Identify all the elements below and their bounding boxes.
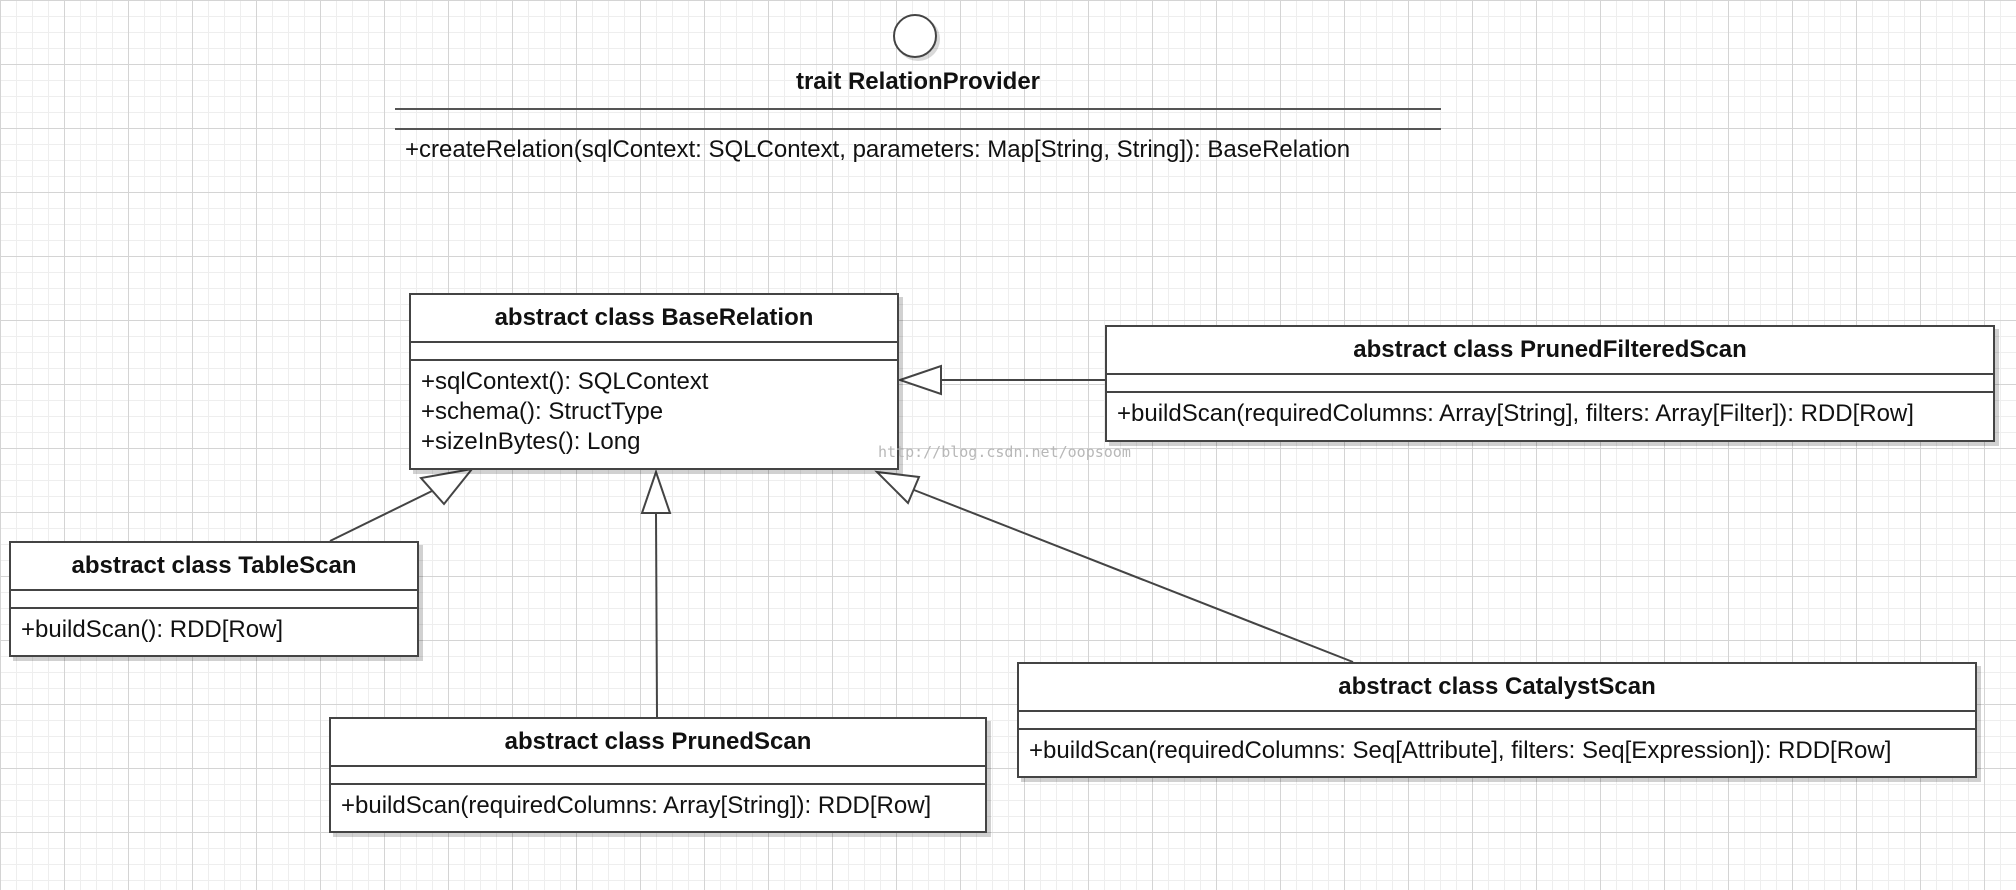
class-name: abstract class BaseRelation xyxy=(494,304,814,331)
operation: +buildScan(requiredColumns: Array[String… xyxy=(1117,400,1914,427)
operation: +buildScan(requiredColumns: Seq[Attribut… xyxy=(1029,737,1892,764)
edge-catalystscan-baserelation xyxy=(913,489,1354,663)
operations-compartment: +buildScan(): RDD[Row] xyxy=(11,607,417,651)
class-base-relation[interactable]: abstract class BaseRelation +sqlContext(… xyxy=(409,293,899,470)
operation: +sqlContext(): SQLContext xyxy=(421,368,709,395)
class-catalyst-scan[interactable]: abstract class CatalystScan +buildScan(r… xyxy=(1017,662,1977,778)
interface-lollipop-icon xyxy=(893,14,937,58)
attributes-compartment xyxy=(1019,710,1975,728)
operation: +buildScan(): RDD[Row] xyxy=(21,616,284,643)
class-name: abstract class CatalystScan xyxy=(1338,673,1656,700)
class-name: abstract class PrunedFilteredScan xyxy=(1353,336,1747,363)
class-name: abstract class TableScan xyxy=(71,552,357,579)
trait-name: trait RelationProvider xyxy=(795,68,1041,95)
class-pruned-scan[interactable]: abstract class PrunedScan +buildScan(req… xyxy=(329,717,987,833)
edge-prunedscan-baserelation xyxy=(655,512,658,718)
watermark-text: http://blog.csdn.net/oopsoom xyxy=(878,443,1131,461)
operation: +buildScan(requiredColumns: Array[String… xyxy=(341,792,932,819)
operation: +sizeInBytes(): Long xyxy=(421,428,641,455)
class-table-scan[interactable]: abstract class TableScan +buildScan(): R… xyxy=(9,541,419,657)
attributes-compartment xyxy=(331,765,985,783)
trait-divider xyxy=(395,108,1441,110)
operation: +schema(): StructType xyxy=(421,398,664,425)
class-name: abstract class PrunedScan xyxy=(504,728,812,755)
arrowhead-catalystscan xyxy=(874,470,921,505)
attributes-compartment xyxy=(411,341,897,359)
arrowhead-prunedscan xyxy=(640,468,672,514)
arrowhead-tablescan xyxy=(419,467,475,506)
operations-compartment: +buildScan(requiredColumns: Array[String… xyxy=(1107,391,1993,435)
trait-divider xyxy=(395,128,1441,130)
trait-operation: +createRelation(sqlContext: SQLContext, … xyxy=(405,136,1351,163)
operations-compartment: +buildScan(requiredColumns: Array[String… xyxy=(331,783,985,827)
operations-compartment: +buildScan(requiredColumns: Seq[Attribut… xyxy=(1019,728,1975,772)
operations-compartment: +sqlContext(): SQLContext +schema(): Str… xyxy=(411,359,897,463)
attributes-compartment xyxy=(1107,373,1993,391)
attributes-compartment xyxy=(11,589,417,607)
class-pruned-filtered-scan[interactable]: abstract class PrunedFilteredScan +build… xyxy=(1105,325,1995,442)
arrowhead-prunedfilteredscan xyxy=(896,364,942,396)
edge-tablescan-baserelation xyxy=(329,490,433,542)
